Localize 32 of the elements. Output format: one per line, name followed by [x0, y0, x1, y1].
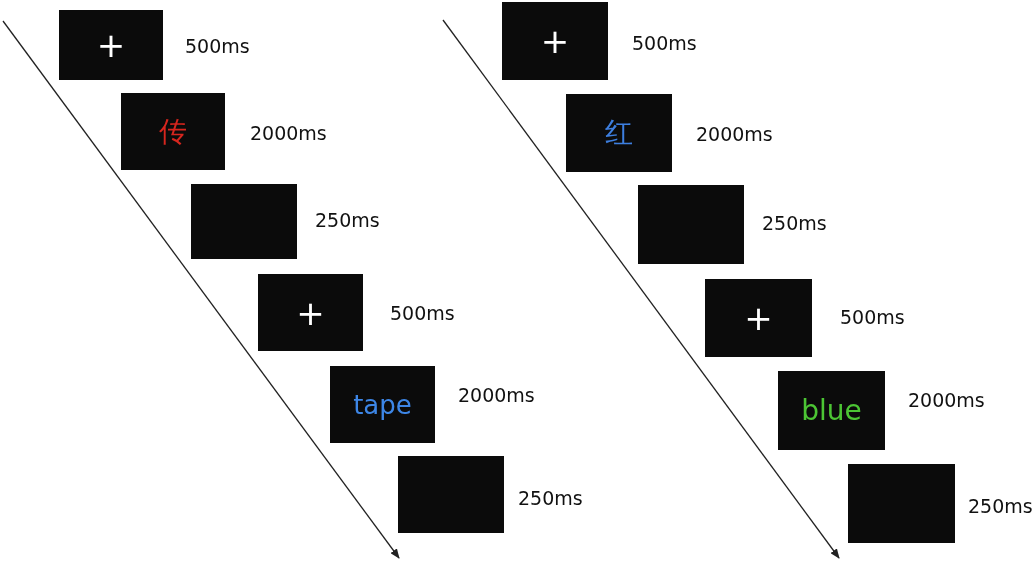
screen-box	[121, 93, 225, 170]
screen-box	[502, 2, 608, 80]
screen-box	[848, 464, 955, 543]
stimulus-text: 红	[605, 119, 633, 147]
duration-label: 2000ms	[908, 391, 985, 410]
duration-label: 250ms	[968, 497, 1033, 516]
screen-box	[566, 94, 672, 172]
duration-label: 2000ms	[696, 125, 773, 144]
screen-box	[330, 366, 435, 443]
stimulus-text: +	[744, 301, 773, 335]
screen-box	[191, 184, 297, 259]
stimulus-text: 传	[159, 117, 187, 146]
duration-label: 500ms	[390, 304, 455, 323]
screen-box	[778, 371, 885, 450]
stimulus-text: +	[296, 295, 325, 330]
stimulus-text: +	[540, 24, 570, 58]
duration-label: 250ms	[315, 211, 380, 230]
duration-label: 500ms	[840, 308, 905, 327]
screen-box	[398, 456, 504, 533]
screen-box	[638, 185, 744, 264]
duration-label: 250ms	[518, 489, 583, 508]
duration-label: 500ms	[632, 34, 697, 53]
screen-box	[59, 10, 163, 80]
stimulus-text: tape	[353, 391, 412, 418]
stimulus-text: +	[96, 28, 126, 62]
duration-label: 2000ms	[250, 124, 327, 143]
screen-box	[258, 274, 363, 351]
screen-box	[705, 279, 812, 357]
stimulus-text: blue	[801, 396, 862, 425]
duration-label: 2000ms	[458, 386, 535, 405]
duration-label: 250ms	[762, 214, 827, 233]
duration-label: 500ms	[185, 37, 250, 56]
